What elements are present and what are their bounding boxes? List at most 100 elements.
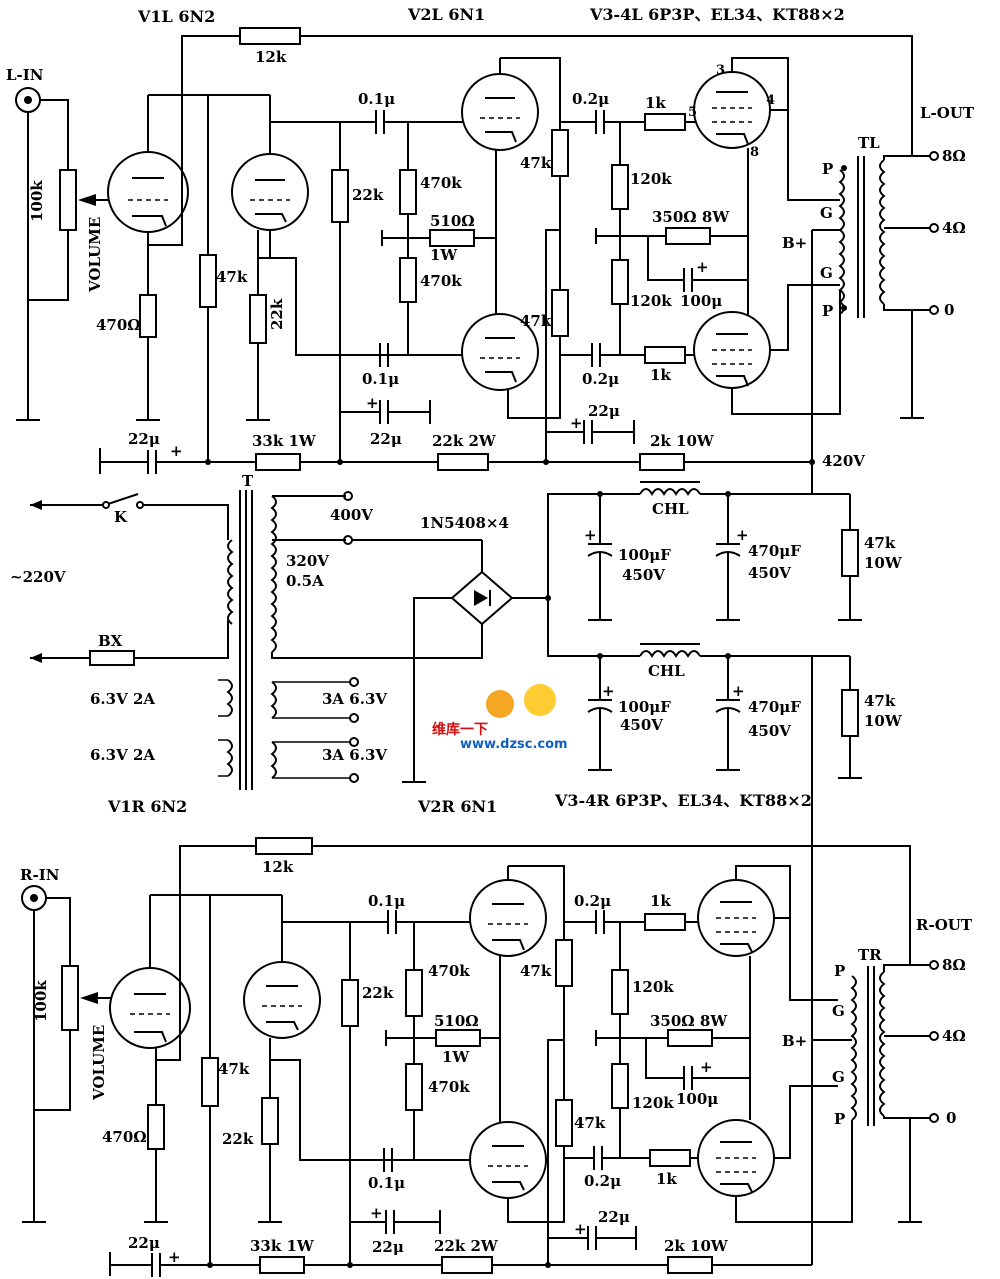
r-c-dec3-plus: + (574, 1220, 587, 1238)
l-tap-g1: G (820, 204, 833, 222)
l-c-couple1-label: 0.1μ (358, 90, 395, 108)
l-v1b-tube (231, 153, 309, 231)
l-tl-label: TL (858, 134, 880, 152)
l-in-label: L-IN (6, 66, 44, 84)
rectifier-label: 1N5408×4 (420, 514, 509, 532)
c3-label: 100μF (618, 698, 671, 716)
r-c-out-top-label: 0.2μ (574, 892, 611, 910)
l-r-dec1 (255, 453, 301, 471)
r-tap-b: B+ (782, 1032, 807, 1050)
l-r-pi-top (399, 169, 417, 215)
heater-l2-label: 6.3V 2A (90, 746, 155, 764)
l-r-pi-mid-w-label: 1W (430, 246, 458, 264)
r-r-cath-label: 350Ω 8W (650, 1012, 728, 1030)
l-volume-pot (59, 169, 77, 231)
r-r-pi-bot-label: 470k (428, 1078, 470, 1096)
right-channel: R-IN 100k VOLUME 470Ω 12k 47k (20, 837, 973, 1277)
watermark-line2: www.dzsc.com (460, 737, 568, 752)
l-r-grid2 (249, 294, 267, 344)
r-c-dec1-plus: + (168, 1248, 181, 1266)
l-r-grid2-label: 22k (268, 298, 286, 330)
l-pot-label: 100k (28, 180, 46, 222)
l-r-pi-bot (399, 257, 417, 303)
l-r-plate2-label: 22k (352, 186, 384, 204)
c4-label: 470μF (748, 698, 801, 716)
r-c-cath-label: 100μ (676, 1090, 718, 1108)
l-v3-tube (693, 71, 771, 149)
l-c-dec2-label: 22μ (370, 430, 402, 448)
l-v2b-tube (461, 313, 539, 391)
r-volume-label: VOLUME (90, 1025, 108, 1101)
l-r-bias-top (611, 164, 629, 210)
l-r-cath1 (139, 294, 157, 338)
power-supply: K ~220V BX T 400V 320V 0.5A 1N5408×4 (10, 462, 903, 1245)
r-r-fb-label: 12k (262, 858, 294, 876)
l-r-pi-bot-label: 470k (420, 272, 462, 290)
r-r-pi-top-label: 470k (428, 962, 470, 980)
r-v1b-tube (243, 961, 321, 1039)
watermark: 维库一下 www.dzsc.com (432, 684, 568, 752)
r-tap-g2: G (832, 1068, 845, 1086)
r-bleed2 (841, 689, 859, 737)
l-r-fb (239, 27, 301, 45)
heading-v1l: V1L 6N2 (137, 7, 215, 26)
r-tr-label: TR (858, 946, 882, 964)
l-r-pi-top-label: 470k (420, 174, 462, 192)
l-r-fb-label: 12k (255, 48, 287, 66)
heading-v34r: V3-4R 6P3P、EL34、KT88×2 (554, 791, 812, 810)
sec-320-label: 320V (286, 552, 329, 570)
l-r-dec3-label: 2k 10W (650, 432, 715, 450)
l-r-cath (665, 227, 711, 245)
r-r-pi-mid (435, 1029, 481, 1047)
l-r-plate1-label: 47k (216, 268, 248, 286)
r-bleed1-w-label: 10W (864, 554, 903, 572)
c2-label: 470μF (748, 542, 801, 560)
r-r-fb (255, 837, 313, 855)
bridge-rectifier (450, 570, 514, 626)
r-c-dec2-label: 22μ (372, 1238, 404, 1256)
r-r-bias-bot (611, 1063, 629, 1109)
r-bleed1 (841, 529, 859, 577)
l-c-dec3-plus: + (570, 414, 583, 432)
l-c-dec1-label: 22μ (128, 430, 160, 448)
r-r-dec2-label: 22k 2W (434, 1237, 499, 1255)
r-r-bias-top (611, 969, 629, 1015)
r-r-grid2-label: 22k (222, 1130, 254, 1148)
l-c-dec1-plus: + (170, 442, 183, 460)
r-tap-p2: P (834, 1110, 845, 1128)
l-r-dec2-label: 22k 2W (432, 432, 497, 450)
l-r-bias-bot (611, 259, 629, 305)
r-r-bias-top-label: 120k (632, 978, 674, 996)
l-r-load-top-label: 47k (520, 154, 552, 172)
l-pin8-label: 8 (750, 145, 759, 160)
r-r-dec3-label: 2k 10W (664, 1237, 729, 1255)
r-out-8: 8Ω (942, 956, 966, 974)
r-in-label: R-IN (20, 866, 60, 884)
l-r-plate1 (199, 254, 217, 308)
c2-plus: + (736, 526, 749, 544)
l-r-cath-label: 350Ω 8W (652, 208, 730, 226)
fuse-label: BX (98, 632, 123, 650)
choke1-label: CHL (652, 500, 689, 518)
r-volume-pot (61, 965, 79, 1031)
r-c-couple2-label: 0.1μ (368, 1174, 405, 1192)
l-out-8: 8Ω (942, 147, 966, 165)
c4-plus: + (732, 682, 745, 700)
r-r-load-top (555, 939, 573, 987)
c4-v-label: 450V (748, 722, 791, 740)
r-r-cath1 (147, 1104, 165, 1150)
r-r-pi-mid-label: 510Ω (434, 1012, 479, 1030)
l-tap-g2: G (820, 264, 833, 282)
l-volume-label: VOLUME (86, 217, 104, 293)
l-r-dec2 (437, 453, 489, 471)
c3-plus: + (602, 682, 615, 700)
l-r-g-top (644, 113, 686, 131)
r-v1a-tube (109, 967, 191, 1049)
sec-400-label: 400V (330, 506, 373, 524)
heater-r1-label: 3A 6.3V (322, 690, 387, 708)
l-c-out-top-label: 0.2μ (572, 90, 609, 108)
l-v1a-tube (107, 151, 189, 233)
r-c-out-bot-label: 0.2μ (584, 1172, 621, 1190)
heater-r2-label: 3A 6.3V (322, 746, 387, 764)
r-r-g-top (644, 913, 686, 931)
